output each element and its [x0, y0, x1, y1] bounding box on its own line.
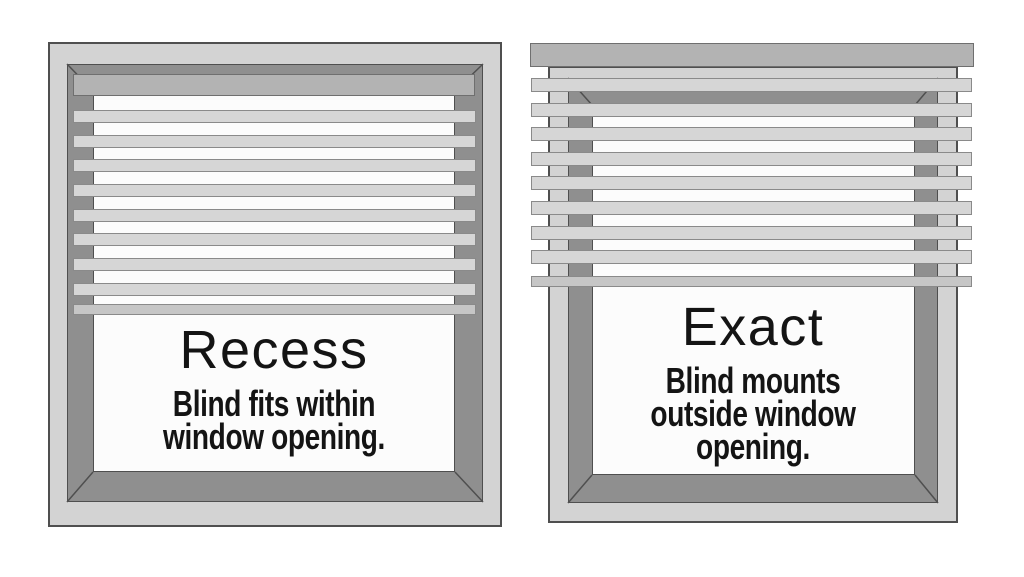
- blind-slat: [531, 176, 972, 191]
- blind-slats: [73, 110, 476, 296]
- caption-line: window opening.: [163, 416, 385, 457]
- window-opening: [93, 91, 455, 472]
- blind-slat: [73, 233, 476, 247]
- blind-slat: [73, 282, 476, 296]
- blind-slat: [73, 110, 476, 123]
- blind-slat: [73, 258, 476, 272]
- blind-slat: [531, 225, 972, 240]
- blind-bottom-rail: [531, 276, 972, 287]
- blind-slat: [531, 102, 972, 117]
- blind-slat: [531, 151, 972, 166]
- caption-line: Blind mounts: [665, 360, 841, 401]
- mount-option-title: Recess: [179, 320, 369, 380]
- blind-slat: [73, 159, 476, 173]
- blind-bottom-rail: [73, 304, 476, 315]
- blind-slat: [73, 184, 476, 198]
- mount-option-label: Recess Blind fits within window opening.: [93, 320, 455, 457]
- caption-line: outside window: [650, 393, 856, 434]
- mount-option-title: Exact: [681, 297, 825, 357]
- mount-option-label: Exact Blind mounts outside window openin…: [568, 297, 938, 467]
- blind-slat: [531, 78, 972, 92]
- blind-slat: [531, 200, 972, 215]
- caption-line: Blind fits within: [172, 383, 376, 424]
- blind-headrail: [73, 74, 475, 96]
- blind-slat: [531, 127, 972, 142]
- blind-headrail: [530, 43, 974, 67]
- blind-slat: [73, 208, 476, 222]
- window-opening: [592, 105, 915, 475]
- blind-slat: [531, 250, 972, 265]
- blind-slats: [531, 78, 972, 265]
- mount-option-caption: Blind fits within window opening.: [133, 383, 415, 457]
- blind-slat: [73, 134, 476, 148]
- caption-line: opening.: [696, 426, 810, 467]
- mount-option-caption: Blind mounts outside window opening.: [609, 360, 898, 467]
